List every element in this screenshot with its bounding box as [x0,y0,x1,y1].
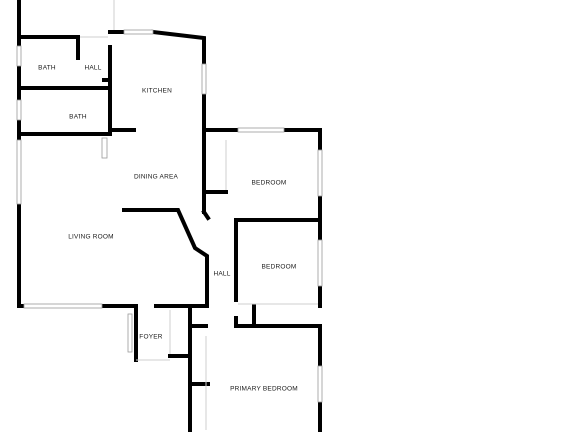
window-kitchen-top [123,29,154,35]
window-bath-upper [16,45,22,67]
label-bath-lower: BATH [69,114,87,121]
window-bedroom-middle-east [317,239,323,287]
label-foyer: FOYER [139,334,162,341]
label-bedroom-upper: BEDROOM [252,180,287,187]
window-foyer-west [127,313,133,353]
wall-kitchen-top-east [150,29,206,132]
window-bedroom-upper-east [317,149,323,197]
window-primary-east [317,365,323,403]
window-bath-lower [16,99,22,121]
label-primary-bedroom: PRIMARY BEDROOM [230,386,298,393]
label-kitchen: KITCHEN [142,88,172,95]
label-bedroom-middle: BEDROOM [262,264,297,271]
door-openings [80,0,318,430]
room-labels: BATH HALL KITCHEN BATH DINING AREA BEDRO… [38,65,298,393]
windows [16,29,323,403]
window-bedroom-upper-top [237,127,285,133]
window-kitchen-east [201,63,207,95]
label-hall-center: HALL [213,271,230,278]
wall-dining-living-divider [122,208,209,308]
window-living-west [16,139,22,205]
label-hall-upper: HALL [84,65,101,72]
label-dining-area: DINING AREA [134,174,179,181]
walls [17,0,322,432]
window-living-south [23,303,103,309]
wall-kitchen-east-jog [201,209,211,221]
label-bath-upper: BATH [38,65,56,72]
cabinet-outline [101,137,108,159]
label-living-room: LIVING ROOM [68,234,114,241]
